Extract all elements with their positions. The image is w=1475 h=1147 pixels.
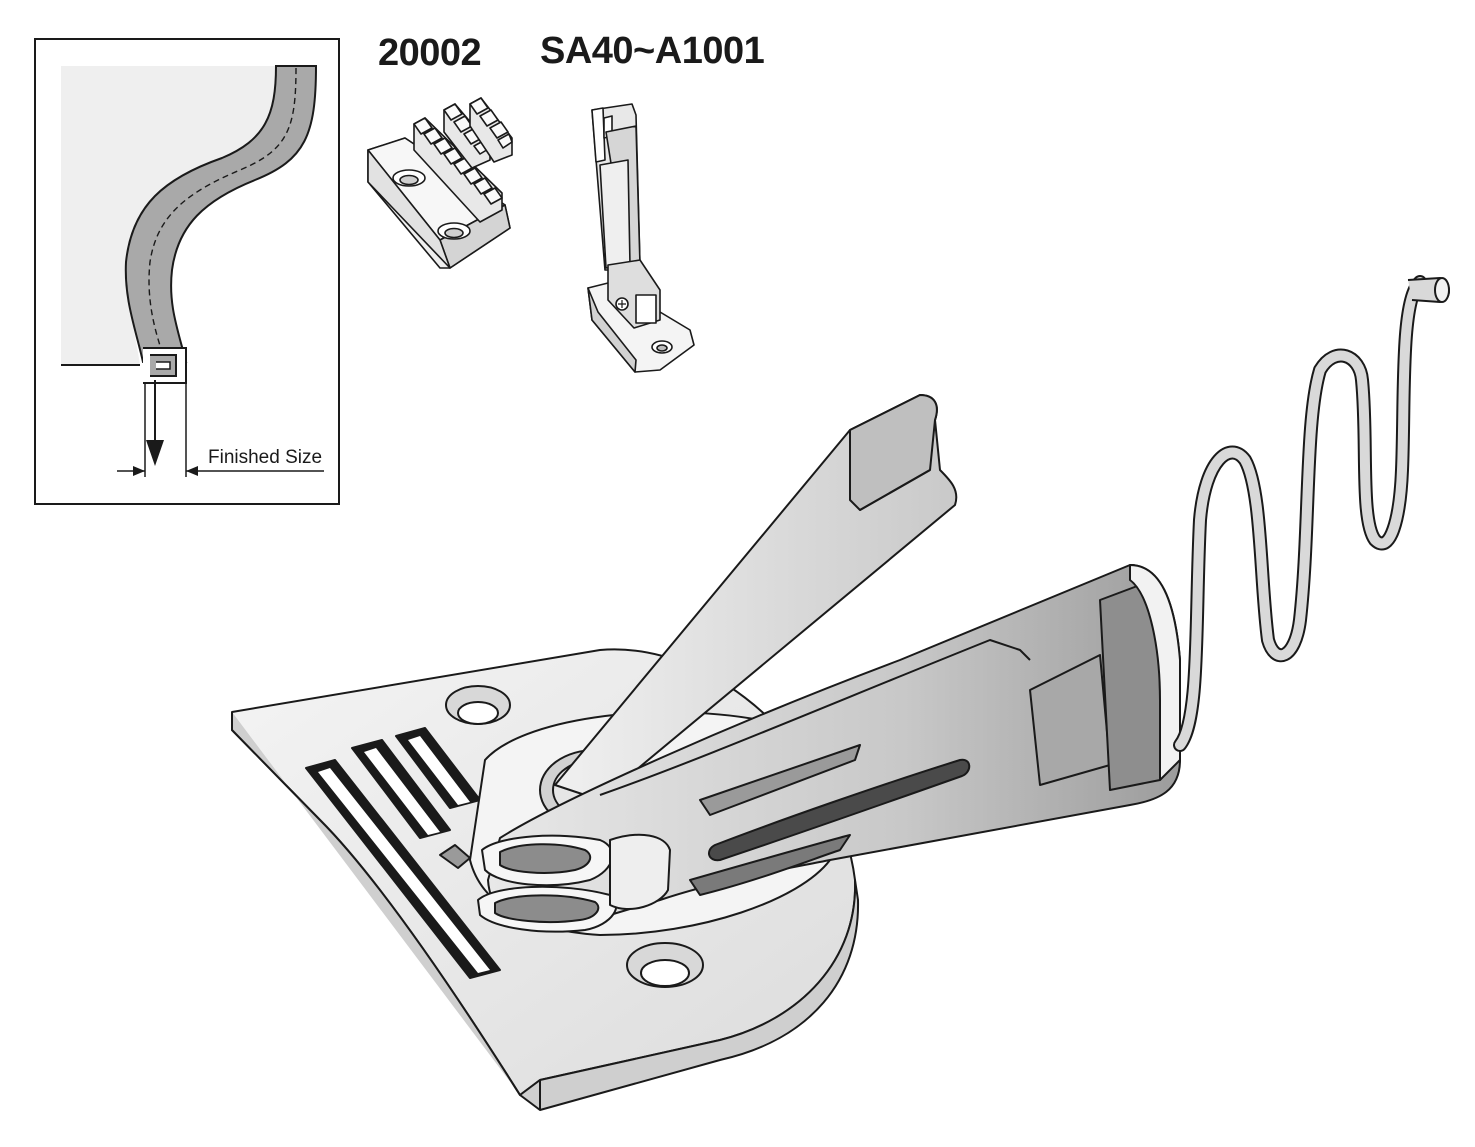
feed-dog-illustration	[367, 97, 513, 269]
feed-dog-part-number: 20002	[378, 32, 482, 74]
finished-size-label: Finished Size	[208, 447, 323, 468]
binder-attachment-illustration	[231, 275, 1450, 1111]
presser-foot-illustration	[587, 103, 695, 373]
presser-foot-part-number: SA40~A1001	[540, 30, 765, 72]
fabric-detail	[61, 65, 324, 477]
